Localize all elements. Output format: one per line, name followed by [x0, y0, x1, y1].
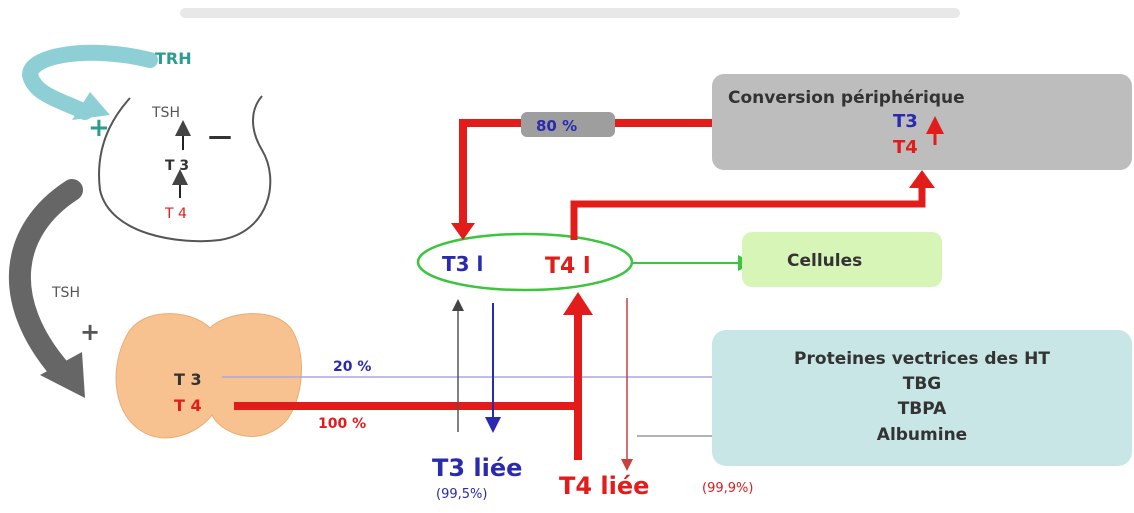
free-t3-label: T3 l	[442, 252, 483, 276]
conversion-box	[712, 74, 1132, 170]
pituitary-t3-label: T 3	[165, 158, 189, 174]
conversion-to-t3-arrow-head	[451, 223, 475, 240]
trh-arrow-head	[72, 92, 110, 120]
pct-100-label: 100 %	[318, 416, 366, 432]
carrier-item: Albumine	[877, 425, 967, 445]
bound-t4-label: T4 liée	[559, 472, 649, 500]
t4-to-conversion-arrow	[570, 185, 926, 240]
pituitary-outline	[98, 95, 272, 243]
hypothalamus-plus: +	[88, 113, 110, 143]
pct-20-label: 20 %	[333, 359, 371, 375]
tsh-feedback-arrow-head	[40, 352, 85, 398]
pct-80-label: 80 %	[536, 117, 577, 135]
conversion-t3: T3	[893, 111, 918, 132]
cells-box	[742, 232, 942, 287]
feedback-plus: +	[80, 318, 100, 346]
thyroid-gland	[115, 313, 302, 439]
pituitary-tsh-label: TSH	[151, 105, 180, 121]
bound-t3-pct: (99,5%)	[436, 487, 487, 502]
t4-release-arrow-head	[563, 292, 593, 315]
cells-label: Cellules	[787, 251, 862, 271]
pct-80-box	[521, 112, 615, 137]
conversion-title: Conversion périphérique	[728, 88, 965, 108]
carriers-title: Proteines vectrices des HT	[794, 349, 1050, 369]
pituitary-minus: —	[208, 122, 232, 150]
bound-t3-label: T3 liée	[432, 454, 522, 482]
thyroid-t3-label: T 3	[174, 370, 202, 389]
header-blur	[180, 8, 960, 18]
tsh-feedback-arrow	[8, 179, 83, 381]
thyroid-t4-label: T 4	[174, 396, 202, 415]
trh-label: TRH	[155, 49, 192, 68]
trh-curved-arrow	[21, 44, 158, 120]
conversion-t4: T4	[893, 137, 918, 158]
carrier-item: TBPA	[898, 399, 947, 419]
free-t4-label: T4 l	[545, 254, 591, 279]
t4-to-conversion-arrow-head	[909, 170, 935, 188]
carrier-item: TBG	[903, 374, 942, 394]
pituitary-t4-label: T 4	[164, 206, 187, 222]
conversion-to-t3-arrow	[459, 119, 712, 225]
feedback-tsh-label: TSH	[51, 285, 80, 301]
carriers-box	[712, 330, 1132, 466]
bound-t4-pct: (99,9%)	[702, 481, 753, 496]
